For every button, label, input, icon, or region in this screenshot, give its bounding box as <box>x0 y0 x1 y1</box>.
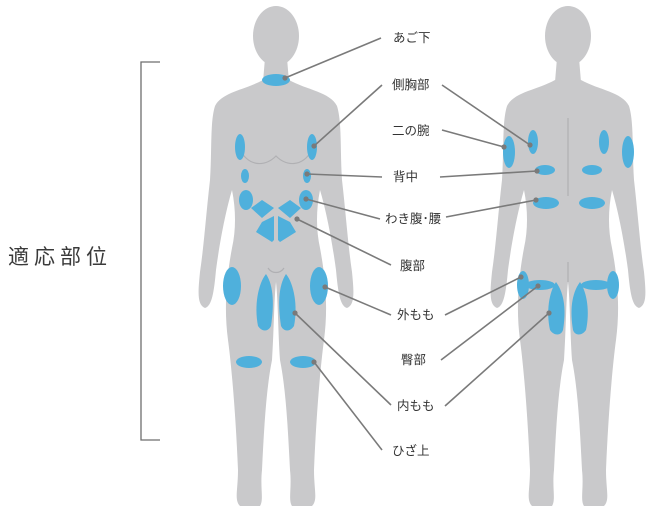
label-back: 背中 <box>393 169 418 184</box>
zone-upper-arm-left <box>503 136 515 168</box>
zone-upper-arm-right <box>622 136 634 168</box>
bracket <box>141 62 160 440</box>
label-above-knee: ひざ上 <box>392 443 430 458</box>
zone-back-side-chest-right <box>599 130 609 154</box>
zone-flank-left <box>239 190 253 210</box>
zone-outer-thigh-left <box>223 267 241 305</box>
zone-flank-left-upper <box>241 169 249 183</box>
back-figure <box>491 6 646 506</box>
diagram-title: 適応部位 <box>8 245 112 269</box>
zone-above-knee-left <box>236 356 262 368</box>
label-outer-thigh: 外もも <box>397 307 435 322</box>
label-chin: あご下 <box>393 30 431 45</box>
zone-side-chest-left <box>235 134 245 160</box>
label-abdomen: 腹部 <box>400 258 425 273</box>
label-inner-thigh: 内もも <box>397 398 435 413</box>
zone-back-right <box>582 165 602 175</box>
label-upper-arm: 二の腕 <box>392 123 430 138</box>
zone-buttocks-right <box>581 280 611 290</box>
label-side-chest: 側胸部 <box>392 77 430 92</box>
label-flank-waist: わき腹･腰 <box>385 211 441 226</box>
labels: あご下 側胸部 二の腕 背中 わき腹･腰 腹部 外もも 臀部 内もも ひざ上 <box>385 30 441 458</box>
zone-back-side-chest-left <box>528 130 538 154</box>
label-buttocks: 臀部 <box>401 352 426 367</box>
zone-back-flank-right <box>579 197 605 209</box>
